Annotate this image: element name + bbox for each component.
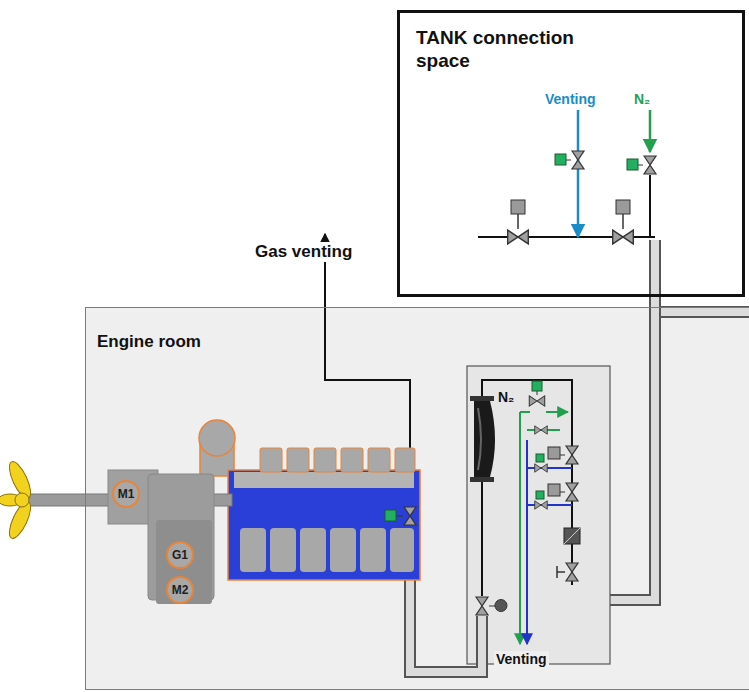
tank-space-ground <box>397 10 745 297</box>
region-title: Engine room <box>97 332 741 352</box>
gvu-piping <box>470 380 580 644</box>
component-label: M1 <box>118 488 135 500</box>
gas-valve-unit <box>467 366 610 664</box>
line-label: N₂ <box>632 91 652 107</box>
tank-piping <box>478 110 656 244</box>
propulsion-train <box>0 459 232 604</box>
region-box: TANK connection space <box>397 10 745 297</box>
region-box: Engine roomM1G1M2 <box>85 307 749 690</box>
pipe-connector <box>655 297 656 307</box>
line-label: Gas venting <box>253 242 354 262</box>
motor-circle: M2 <box>166 576 194 604</box>
engine-room-ground <box>85 307 749 689</box>
line-label: Venting <box>494 651 549 667</box>
line-label: Venting <box>543 91 598 107</box>
double-pipe <box>410 528 482 672</box>
line-label: N₂ <box>496 389 516 405</box>
motor-circle: M1 <box>112 480 140 508</box>
double-pipe <box>660 312 749 313</box>
region-title: TANK connection space <box>416 27 596 73</box>
generator-circle: G1 <box>166 541 194 569</box>
component-label: G1 <box>172 549 188 561</box>
component-label: M2 <box>172 584 189 596</box>
